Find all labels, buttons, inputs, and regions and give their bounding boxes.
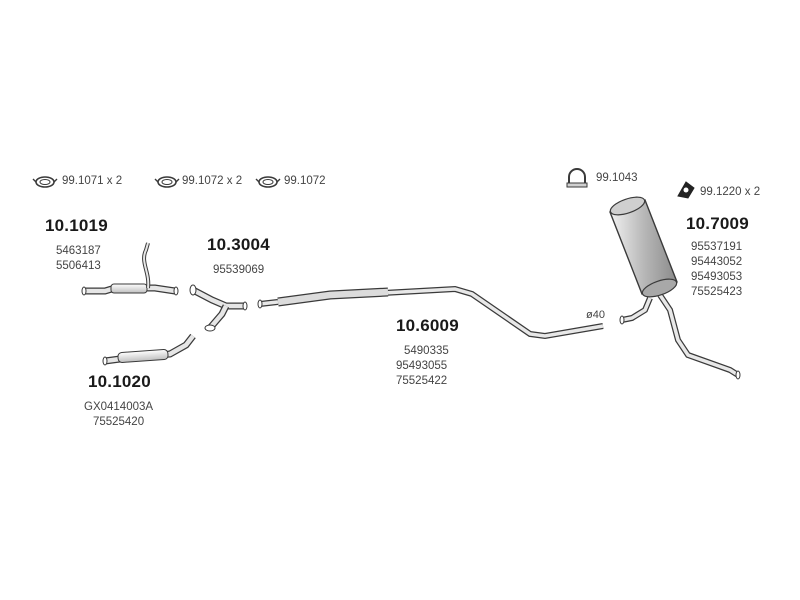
pipe-diameter-label: ø40: [586, 309, 605, 321]
oe-reference: 75525420: [92, 416, 145, 428]
oe-reference-list: 5463187 5506413: [56, 244, 101, 274]
oe-reference: 95443052: [691, 256, 743, 268]
rear-muffler-10-7009: [609, 196, 741, 380]
oe-reference-list: 95537191 95443052 95493053 75525423: [691, 240, 742, 300]
oe-reference: 5506413: [56, 260, 101, 272]
part-number: 10.6009: [396, 316, 459, 335]
part-number: 10.7009: [686, 214, 749, 233]
hardware-code: 99.1071 x 2: [62, 175, 123, 187]
hardware-code: 99.1220 x 2: [700, 186, 761, 198]
hardware-code: 99.1043: [596, 172, 638, 184]
oe-reference: 95493053: [691, 271, 743, 283]
hardware-code: 99.1072 x 2: [182, 175, 243, 187]
part-number: 10.1020: [88, 372, 151, 391]
part-number: 10.3004: [207, 235, 270, 254]
front-pipe-10-1019: [81, 242, 179, 296]
oe-reference-list: 95539069: [213, 263, 264, 278]
clamp-icon: [154, 176, 180, 188]
oe-reference: GX0414003A: [84, 401, 154, 413]
oe-reference: 75525423: [691, 286, 743, 298]
hardware-code: 99.1072: [284, 175, 326, 187]
clamp-icon: [32, 176, 58, 188]
front-pipe-10-1020: [102, 333, 196, 366]
oe-reference-list: 5490335 95493055 75525422: [396, 344, 449, 389]
part-number: 10.1019: [45, 216, 108, 235]
oe-reference: 95537191: [691, 241, 743, 253]
u-bolt-clamp-icon: [566, 168, 588, 188]
clamp-icon: [255, 176, 281, 188]
middle-pipe-10-6009: [257, 285, 604, 340]
oe-reference-list: GX0414003A 75525420: [84, 400, 153, 430]
flange-gasket-icon: [677, 181, 695, 199]
oe-reference: 5490335: [404, 345, 449, 357]
y-pipe-10-3004: [189, 284, 248, 332]
oe-reference: 75525422: [396, 375, 448, 387]
oe-reference: 5463187: [56, 245, 101, 257]
oe-reference: 95539069: [213, 264, 265, 276]
oe-reference: 95493055: [396, 360, 448, 372]
